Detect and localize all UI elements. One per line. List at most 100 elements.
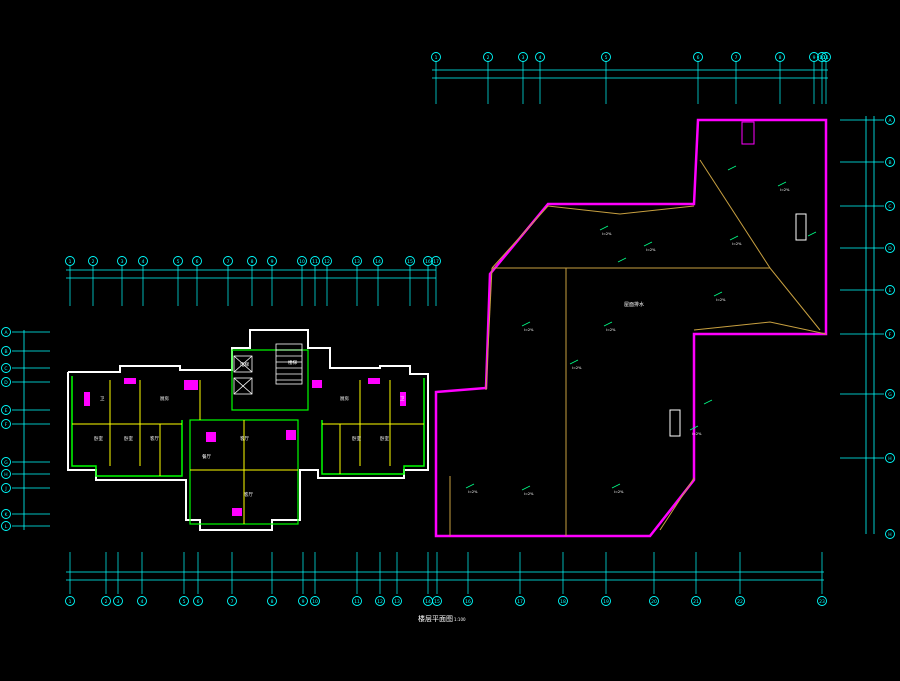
axis-label: D xyxy=(888,246,892,252)
fixtures xyxy=(84,378,406,516)
axis-bubble xyxy=(223,256,233,266)
partitions xyxy=(72,380,424,524)
room-label: 楼梯 xyxy=(288,359,297,366)
axis-label: G xyxy=(888,392,892,398)
room-labels: 卧室卧室客厅卫厨房餐厅电梯楼梯客厅卧室卧室卫厨房客厅 xyxy=(94,359,405,498)
axis-label: 14 xyxy=(375,259,381,265)
axis-bubble xyxy=(375,596,385,606)
axis-label: 7 xyxy=(231,599,234,605)
axis-bubble xyxy=(423,256,433,266)
axis-bubble xyxy=(179,596,189,606)
slope-label: i=2% xyxy=(692,432,702,436)
slope-arrow xyxy=(727,165,737,171)
axis-bubble xyxy=(1,377,11,387)
axis-bubble xyxy=(1,363,11,373)
slope-label: i=2% xyxy=(606,328,616,332)
axis-bubble xyxy=(247,256,257,266)
stair xyxy=(275,343,303,385)
axis-bubble xyxy=(885,529,895,539)
axis-label: 13 xyxy=(354,259,360,265)
axis-bubble xyxy=(227,596,237,606)
axis-label: 5 xyxy=(605,55,608,61)
slope-arrow xyxy=(643,241,653,247)
axis-bubble xyxy=(392,596,402,606)
axis-bubble xyxy=(1,419,11,429)
slope-arrow xyxy=(807,231,817,237)
axis-bubble xyxy=(885,453,895,463)
axis-bubble xyxy=(885,157,895,167)
axis-label: 22 xyxy=(737,599,743,605)
room-label: 卧室 xyxy=(124,435,133,442)
axis-bubble xyxy=(298,596,308,606)
axis-bubble xyxy=(310,596,320,606)
axis-label: K xyxy=(5,512,9,518)
roof-plan: i=2%i=2%i=2%i=2%i=2%i=2%i=2%i=2%i=2%i=2%… xyxy=(434,118,828,538)
axis-bubble xyxy=(463,596,473,606)
slope-arrow xyxy=(689,425,699,431)
axis-label: 3 xyxy=(121,259,124,265)
axis-label: G xyxy=(4,460,8,466)
room-label: 卧室 xyxy=(352,435,361,442)
axis-label: 12 xyxy=(377,599,383,605)
elevator xyxy=(233,355,253,395)
slope-arrow xyxy=(713,291,723,297)
slope-arrow xyxy=(703,399,713,405)
axis-bubble xyxy=(352,596,362,606)
slope-label: i=2% xyxy=(468,490,478,494)
axis-label: 11 xyxy=(354,599,360,605)
axis-label: 11 xyxy=(823,55,829,61)
axis-label: 6 xyxy=(196,259,199,265)
axis-bubble xyxy=(693,52,703,62)
axis-bubble xyxy=(1,327,11,337)
room-label: 卫 xyxy=(400,396,405,402)
slope-arrow xyxy=(603,321,613,327)
axis-label: 7 xyxy=(227,259,230,265)
axis-label: 21 xyxy=(693,599,699,605)
axis-label: 3 xyxy=(522,55,525,61)
axis-label: 10 xyxy=(312,599,318,605)
axis-label: 16 xyxy=(425,259,431,265)
core-wall xyxy=(231,349,309,411)
axis-bubble xyxy=(267,596,277,606)
axis-label: J xyxy=(4,486,6,492)
axis-label: B xyxy=(888,160,891,166)
axis-label: 6 xyxy=(697,55,700,61)
axis-bubble xyxy=(297,256,307,266)
axis-bubble xyxy=(817,52,827,62)
axis-bubble xyxy=(518,52,528,62)
room-label: 餐厅 xyxy=(202,453,211,460)
slope-label: i=2% xyxy=(572,366,582,370)
axis-bubble xyxy=(137,596,147,606)
axis-bubble xyxy=(192,256,202,266)
axis-bubble xyxy=(193,596,203,606)
axis-label: 9 xyxy=(271,259,274,265)
axis-label: C xyxy=(4,366,7,372)
room-label: 电梯 xyxy=(240,361,249,368)
axis-label: 6 xyxy=(197,599,200,605)
slope-arrow xyxy=(729,235,739,241)
drawing-scale: 1:100 xyxy=(454,617,466,622)
slope-label: i=2% xyxy=(780,188,790,192)
axis-bubble xyxy=(1,405,11,415)
axis-label: 2 xyxy=(487,55,490,61)
slope-label: i=2% xyxy=(524,492,534,496)
axis-bubble xyxy=(649,596,659,606)
axis-bubble xyxy=(483,52,493,62)
axis-bubble xyxy=(405,256,415,266)
axis-bubble xyxy=(267,256,277,266)
axis-bubble xyxy=(1,346,11,356)
axis-bubble xyxy=(432,596,442,606)
axis-bubble xyxy=(885,389,895,399)
axis-bubble xyxy=(138,256,148,266)
axis-bubble xyxy=(1,509,11,519)
slope-label: i=2% xyxy=(524,328,534,332)
axis-label: 17 xyxy=(433,259,439,265)
axis-label: F xyxy=(889,332,892,338)
axis-bubble xyxy=(173,256,183,266)
axis-label: 9 xyxy=(813,55,816,61)
axis-bubble xyxy=(731,52,741,62)
axis-label: 1 xyxy=(69,259,72,265)
axis-bubble xyxy=(775,52,785,62)
roof-label: 屋面排水 xyxy=(624,301,644,308)
